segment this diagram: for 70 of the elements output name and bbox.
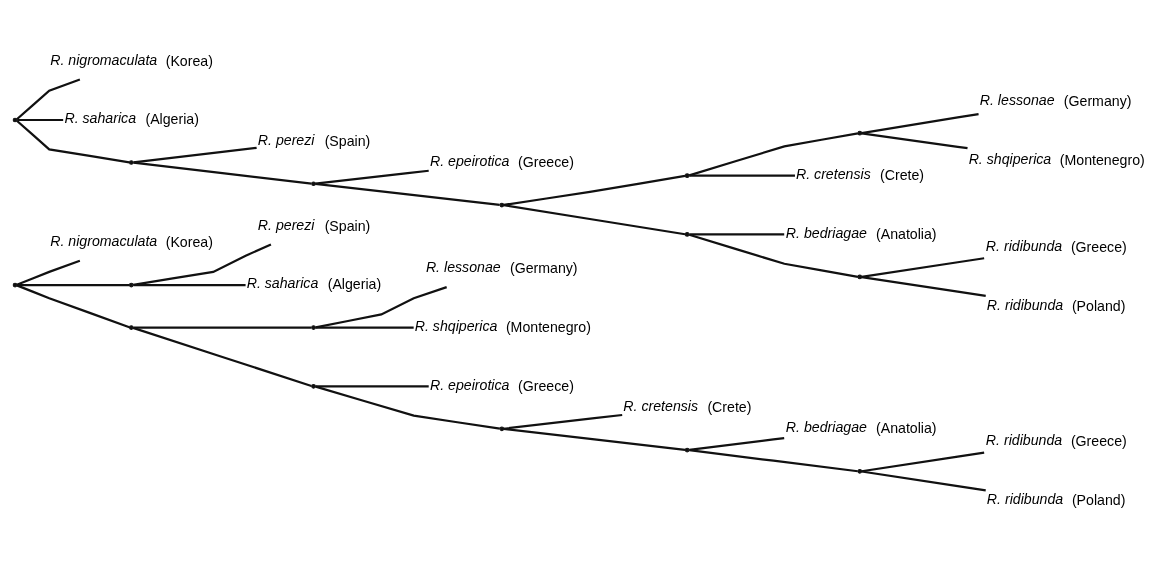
connector [689,448,858,472]
node-text: R. bedriagae (Anatolia) [785,224,937,242]
connector [133,283,246,286]
connector [16,259,81,286]
connector [688,131,859,176]
node-point [128,159,134,165]
connector [16,119,130,163]
node-text: R. saharica (Algeria) [64,109,199,127]
node-point [311,324,316,330]
connector [689,174,795,177]
node-text: R. nigromaculata (Korea) [50,232,213,250]
connector [503,413,623,430]
node-text: R. ridibunda (Greece) [985,431,1127,449]
connector [689,436,785,451]
node-point [12,117,18,122]
node-text: R. nigromaculata (Korea) [50,51,213,69]
node-text: R. ridibunda (Poland) [986,296,1126,314]
node-text: R. lessonae (Germany) [425,258,578,276]
node-text: R. shqiperica (Montenegro) [414,317,591,335]
connector [689,232,785,236]
connector [133,325,312,329]
connector [315,285,448,328]
connector [503,174,686,206]
connector [16,78,81,120]
node-text: R. saharica (Algeria) [246,274,382,292]
connector [315,385,501,430]
connector [861,275,986,297]
connector [861,131,968,149]
node-point [311,180,316,186]
connector [688,233,859,278]
connector [133,146,257,163]
node-point [128,324,134,330]
connector [315,384,429,387]
connector [861,112,979,134]
connector [315,325,414,329]
connector [503,427,686,451]
connector [861,451,985,472]
node-text: R. perezi (Spain) [257,131,371,149]
node-point [12,282,18,287]
node-point [857,274,863,279]
connector [133,243,272,286]
node-point [857,130,863,135]
node-text: R. cretensis (Crete) [796,165,925,183]
node-text: R. ridibunda (Greece) [985,237,1127,255]
connector [861,469,986,491]
connector [315,169,429,185]
node-text: R. cretensis (Crete) [623,397,752,415]
node-point [311,383,316,389]
node-point [684,231,690,237]
node-text: R. ridibunda (Poland) [986,490,1126,508]
connector [133,161,312,185]
node-text: R. lessonae (Germany) [979,91,1132,109]
node-point [499,202,505,207]
node-text: R. epeirotica (Greece) [429,376,574,394]
connector [503,203,686,235]
connector [17,118,64,121]
node-text: R. bedriagae (Anatolia) [785,418,937,436]
connector [315,182,500,206]
node-text: R. perezi (Spain) [257,216,371,234]
connector [861,256,985,278]
node-point [499,426,505,431]
node-point [857,468,863,474]
connector [16,283,130,328]
node-text: R. epeirotica (Greece) [429,152,574,170]
node-text: R. shqiperica (Montenegro) [968,150,1145,168]
node-point [128,282,134,287]
node-point [684,172,690,178]
connector [17,283,130,286]
node-point [684,447,690,452]
connector [132,326,312,387]
